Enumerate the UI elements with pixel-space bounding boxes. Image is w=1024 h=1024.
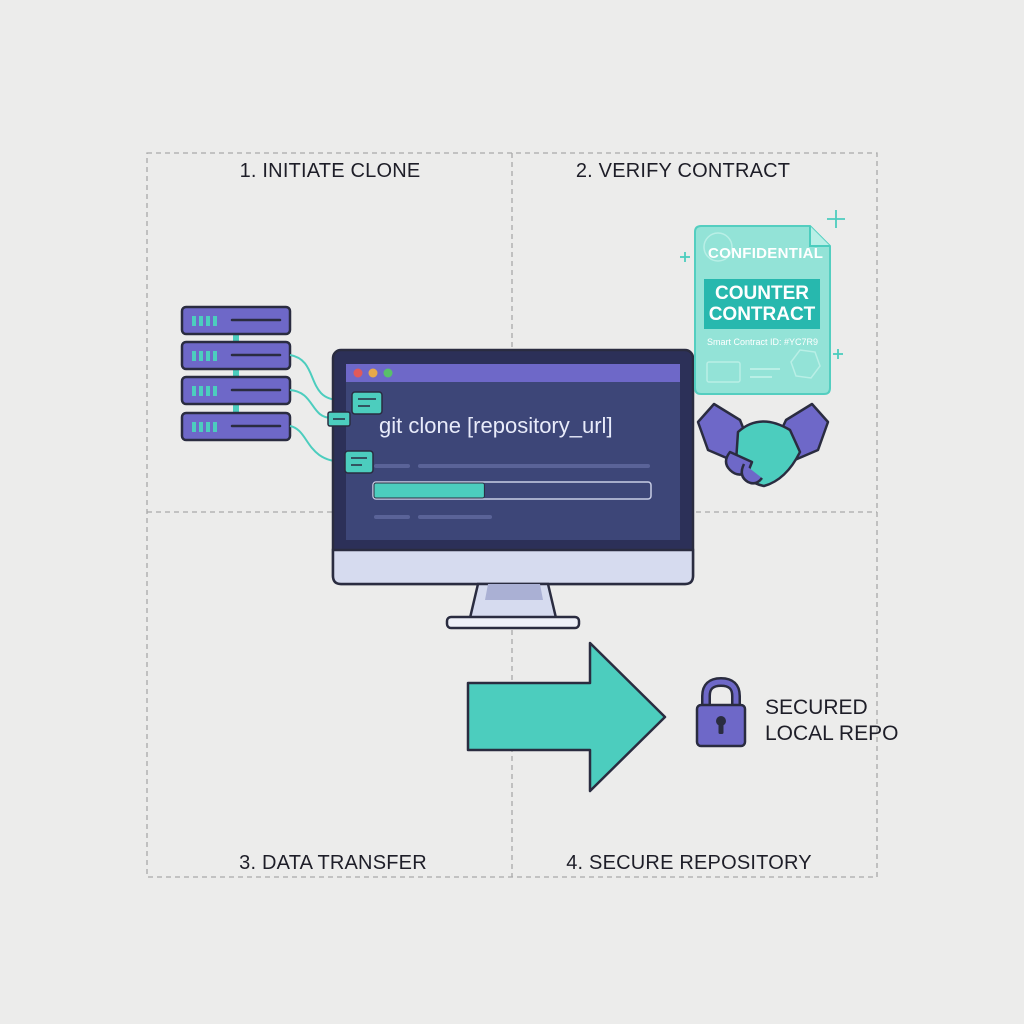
close-dot-icon bbox=[353, 368, 363, 378]
progress-track bbox=[372, 481, 652, 500]
handshake-icon bbox=[696, 402, 830, 488]
maximize-dot-icon bbox=[383, 368, 393, 378]
document-contract-id: Smart Contract ID: #YC7R9 bbox=[707, 337, 819, 347]
secured-caption-line2: LOCAL REPO bbox=[765, 722, 899, 745]
secured-caption: SECURED LOCAL REPO bbox=[765, 695, 898, 747]
document-confidential-label: CONFIDENTIAL bbox=[708, 245, 824, 262]
arrow-right-icon bbox=[466, 641, 667, 793]
document-title: COUNTER CONTRACT bbox=[704, 279, 820, 329]
step-label-initiate-clone: 1. INITIATE CLONE bbox=[239, 160, 421, 182]
minimize-dot-icon bbox=[368, 368, 378, 378]
window-controls bbox=[353, 368, 393, 378]
packet-badge-icon bbox=[327, 391, 383, 474]
document-title-line2: CONTRACT bbox=[708, 304, 816, 325]
sparkle-icon bbox=[680, 210, 845, 359]
secured-caption-line1: SECURED bbox=[765, 696, 868, 719]
server-stack-icon bbox=[180, 305, 292, 442]
terminal-placeholder-lines bbox=[374, 464, 650, 519]
progress-fill bbox=[373, 482, 485, 499]
step-label-data-transfer: 3. DATA TRANSFER bbox=[239, 852, 427, 874]
terminal-command: git clone [repository_url] bbox=[379, 413, 613, 438]
document-title-line1: COUNTER bbox=[715, 283, 809, 304]
step-label-verify-contract: 2. VERIFY CONTRACT bbox=[575, 160, 791, 182]
padlock-icon bbox=[695, 676, 747, 748]
step-label-secure-repository: 4. SECURE REPOSITORY bbox=[566, 852, 812, 874]
